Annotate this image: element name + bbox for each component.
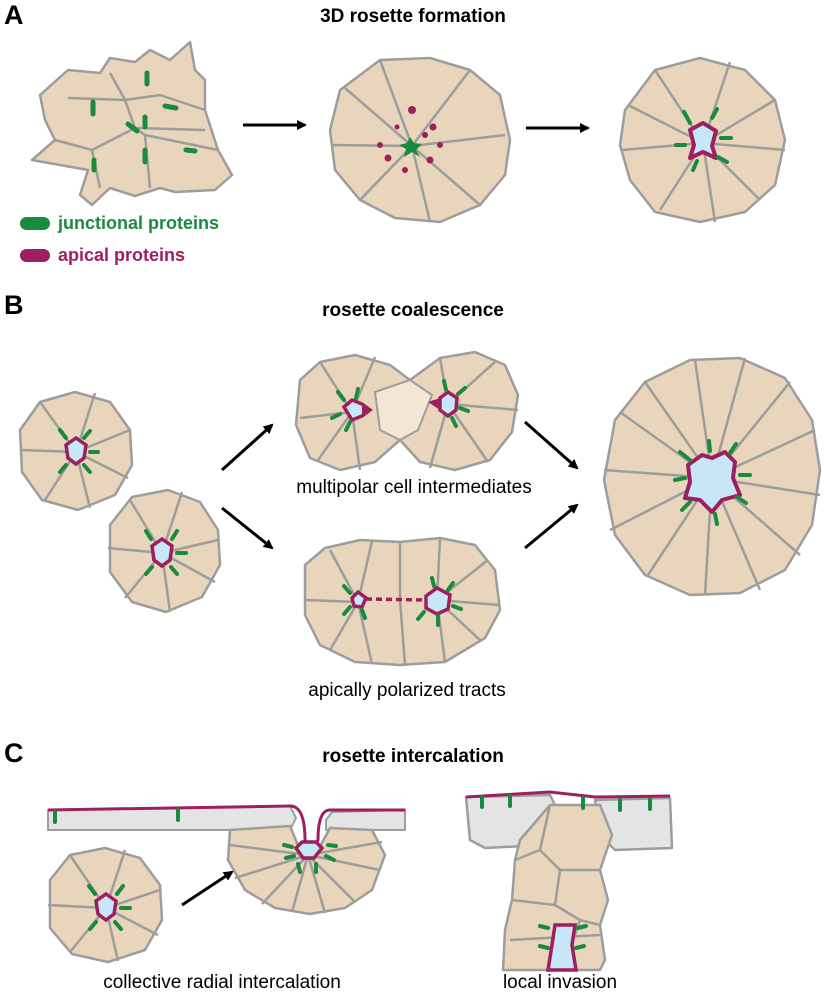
legend-junctional: junctional proteins [20,213,219,234]
arrow-c [181,870,234,907]
caption-radial-intercalation: collective radial intercalation [103,972,341,993]
panel-a-rosette-forming [328,56,512,224]
arrow-b-up [220,423,274,472]
panel-b-letter: B [4,290,24,320]
apical-swatch [20,249,50,262]
arrow-b-down [221,506,274,550]
panel-a-junction-spots [90,70,198,173]
panel-b-rosette-2 [107,488,222,614]
legend-apical-label: apical proteins [58,245,186,265]
panel-a-title: 3D rosette formation [320,6,506,27]
panel-a-junction-cluster [399,137,422,157]
panel-b-large-rosette [602,356,822,597]
panel-b-title: rosette coalescence [322,300,504,321]
panel-a-apical-vesicles [377,106,443,173]
panel-b-multipolar-intermediate [294,350,520,472]
caption-local-invasion: local invasion [502,972,618,993]
panel-b-apical-tract [303,536,502,667]
panel-a-letter: A [4,0,24,30]
arrow-b-merge-top [524,420,579,470]
panel-c-epithelium-left [47,804,406,849]
panel-b-rosette-1 [18,390,134,512]
caption-apical-tracts: apically polarized tracts [308,680,506,701]
panel-c-local-invasion [464,790,674,972]
legend-apical: apical proteins [20,245,185,266]
panel-c-title: rosette intercalation [322,746,504,767]
legend-junctional-label: junctional proteins [58,213,220,233]
panel-c-letter: C [4,738,24,768]
panel-a-rosette-formed [618,56,787,224]
panel-c-invaginating-rosette [226,824,387,916]
junctional-swatch [20,217,50,230]
panel-c-small-rosette [47,846,164,964]
caption-multipolar: multipolar cell intermediates [296,477,532,498]
panel-a-unpolarized-cells [30,40,234,207]
arrow-b-merge-bottom [524,503,579,550]
